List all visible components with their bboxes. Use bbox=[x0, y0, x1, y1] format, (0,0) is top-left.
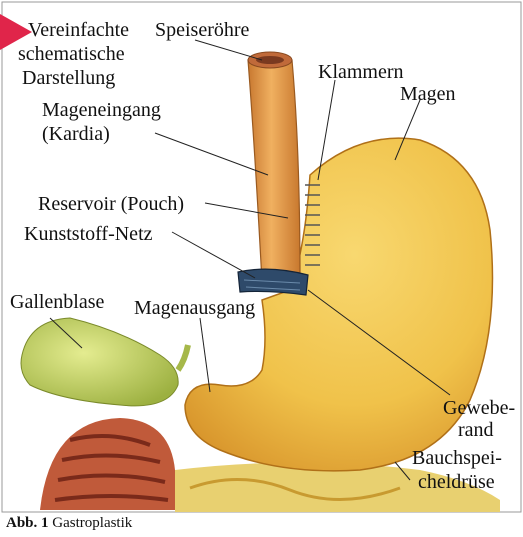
label-schematische: schematische bbox=[18, 42, 125, 66]
label-magen: Magen bbox=[400, 82, 456, 106]
label-mageneingang: Mageneingang bbox=[42, 98, 161, 122]
label-cheldruese: cheldrüse bbox=[418, 470, 495, 494]
figure-caption: Abb. 1 Gastroplastik bbox=[6, 515, 132, 532]
label-kunststoff-netz: Kunststoff-Netz bbox=[24, 222, 153, 246]
label-gallenblase: Gallenblase bbox=[10, 290, 104, 314]
label-klammern: Klammern bbox=[318, 60, 404, 84]
bile-duct bbox=[178, 345, 188, 370]
label-gewebe: Gewebe- bbox=[443, 396, 515, 420]
plastic-mesh-band bbox=[238, 269, 308, 295]
label-reservoir: Reservoir (Pouch) bbox=[38, 192, 184, 216]
caption-text: Gastroplastik bbox=[52, 515, 132, 531]
label-bauchspei: Bauchspei- bbox=[412, 446, 502, 470]
label-darstellung: Darstellung bbox=[22, 66, 115, 90]
gallbladder bbox=[21, 318, 178, 406]
label-magenausgang: Magenausgang bbox=[134, 296, 255, 320]
esophagus bbox=[248, 60, 300, 282]
caption-prefix: Abb. 1 bbox=[6, 515, 49, 531]
label-vereinfachte: Vereinfachte bbox=[28, 18, 129, 42]
label-kardia: (Kardia) bbox=[42, 122, 110, 146]
label-rand: rand bbox=[458, 418, 494, 442]
label-speiseroehre: Speiseröhre bbox=[155, 18, 249, 42]
